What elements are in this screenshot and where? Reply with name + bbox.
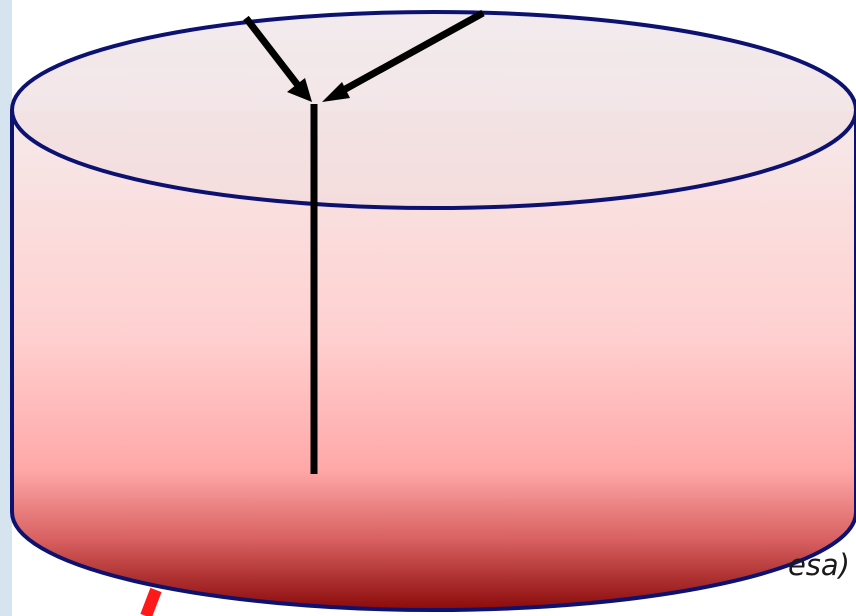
partial-label: esa) — [700, 548, 850, 582]
red-stroke — [146, 590, 156, 616]
